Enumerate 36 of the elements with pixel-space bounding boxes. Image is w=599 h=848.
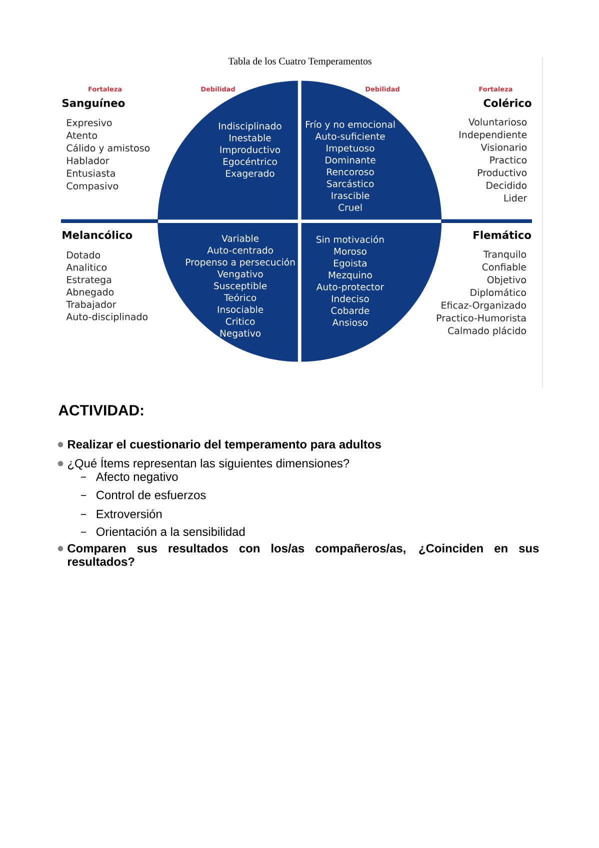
list-item: Orientación a la sensibilidad xyxy=(96,527,245,536)
list-item: Auto-disciplinado xyxy=(66,312,148,322)
list-item: Expresivo xyxy=(67,118,112,128)
list-item: Entusiasta xyxy=(67,170,115,177)
list-item: Dotado xyxy=(67,251,100,259)
temperament-heading: Sanguíneo xyxy=(62,98,125,110)
list-item: Visionario xyxy=(480,144,527,151)
table-title: Tabla de los Cuatro Temperamentos xyxy=(228,57,372,67)
list-item: Tranquilo xyxy=(483,250,526,260)
list-item: Control de esfuerzos xyxy=(96,490,206,500)
list-item: Independiente xyxy=(460,130,527,140)
list-item: Abnegado xyxy=(66,288,114,298)
list-item: Eficaz-Organizado xyxy=(442,301,526,311)
list-item: Voluntarioso xyxy=(468,118,527,126)
list-item: Extroversión xyxy=(96,509,162,518)
temperament-heading: Flemático xyxy=(474,230,532,239)
list-item: Atento xyxy=(66,132,98,139)
temperament-heading: Melancólico xyxy=(62,230,132,239)
list-item: Afecto negativo xyxy=(96,472,178,484)
temperament-heading: Colérico xyxy=(484,98,532,107)
list-item: Analitico xyxy=(66,264,107,271)
list-item: Productivo xyxy=(478,168,527,176)
list-item: Trabajador xyxy=(66,300,116,310)
list-item: Objetivo xyxy=(487,276,526,286)
instruction-text: ¿Qué Ítems representan las siguientes dimensiones? xyxy=(68,457,350,470)
section-heading: ACTIVIDAD: xyxy=(58,404,144,416)
instruction-text: Comparen sus resultados con los/as compañeros/as, ¿Coinciden en sus resultados? xyxy=(68,544,539,566)
list-item: Estratega xyxy=(67,276,111,286)
list-item: Confiable xyxy=(482,263,526,271)
list-item: Practico xyxy=(490,156,527,164)
list-item: Decidido xyxy=(486,182,527,189)
list-item: Hablador xyxy=(67,156,110,164)
list-item: Diplomático xyxy=(470,288,526,298)
list-item: Compasivo xyxy=(66,182,118,192)
list-item: Lider xyxy=(504,194,528,202)
instruction-text: Realizar el cuestionario del temperamento para adultos xyxy=(68,440,381,451)
